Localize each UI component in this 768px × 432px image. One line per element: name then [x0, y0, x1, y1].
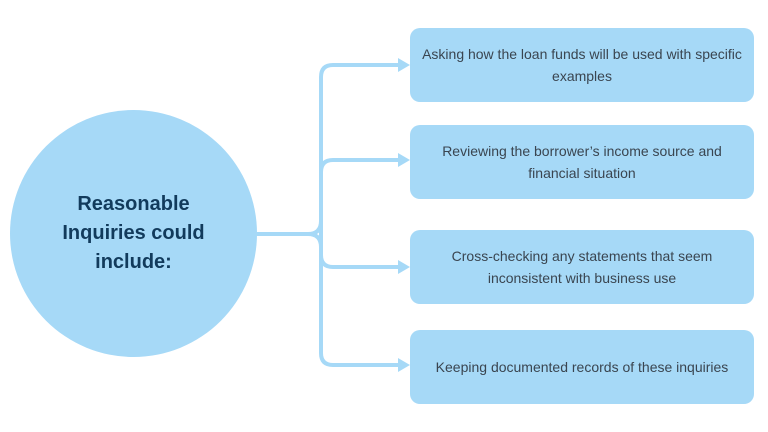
connector-join: [306, 219, 323, 236]
connector-branch-3: [319, 253, 400, 269]
connector-branch-2: [319, 158, 400, 174]
arrowhead-3: [398, 260, 410, 274]
arrowhead-2: [398, 153, 410, 167]
inquiry-label: Asking how the loan funds will be used w…: [422, 46, 742, 84]
inquiry-box-loan-funds: Asking how the loan funds will be used w…: [410, 28, 754, 102]
central-circle-label: Reasonable Inquiries could include:: [62, 193, 205, 273]
central-circle: Reasonable Inquiries could include:: [10, 110, 257, 357]
connector-join-lower: [306, 232, 323, 249]
inquiry-box-income-source: Reviewing the borrower’s income source a…: [410, 125, 754, 199]
inquiry-label: Cross-checking any statements that seem …: [451, 248, 713, 286]
arrowhead-1: [398, 58, 410, 72]
connector-spine: [319, 63, 400, 367]
inquiry-box-documented-records: Keeping documented records of these inqu…: [410, 330, 754, 404]
inquiry-label: Reviewing the borrower’s income source a…: [442, 143, 722, 181]
arrowhead-4: [398, 358, 410, 372]
inquiry-box-cross-checking: Cross-checking any statements that seem …: [410, 230, 754, 304]
inquiry-label: Keeping documented records of these inqu…: [435, 359, 729, 375]
